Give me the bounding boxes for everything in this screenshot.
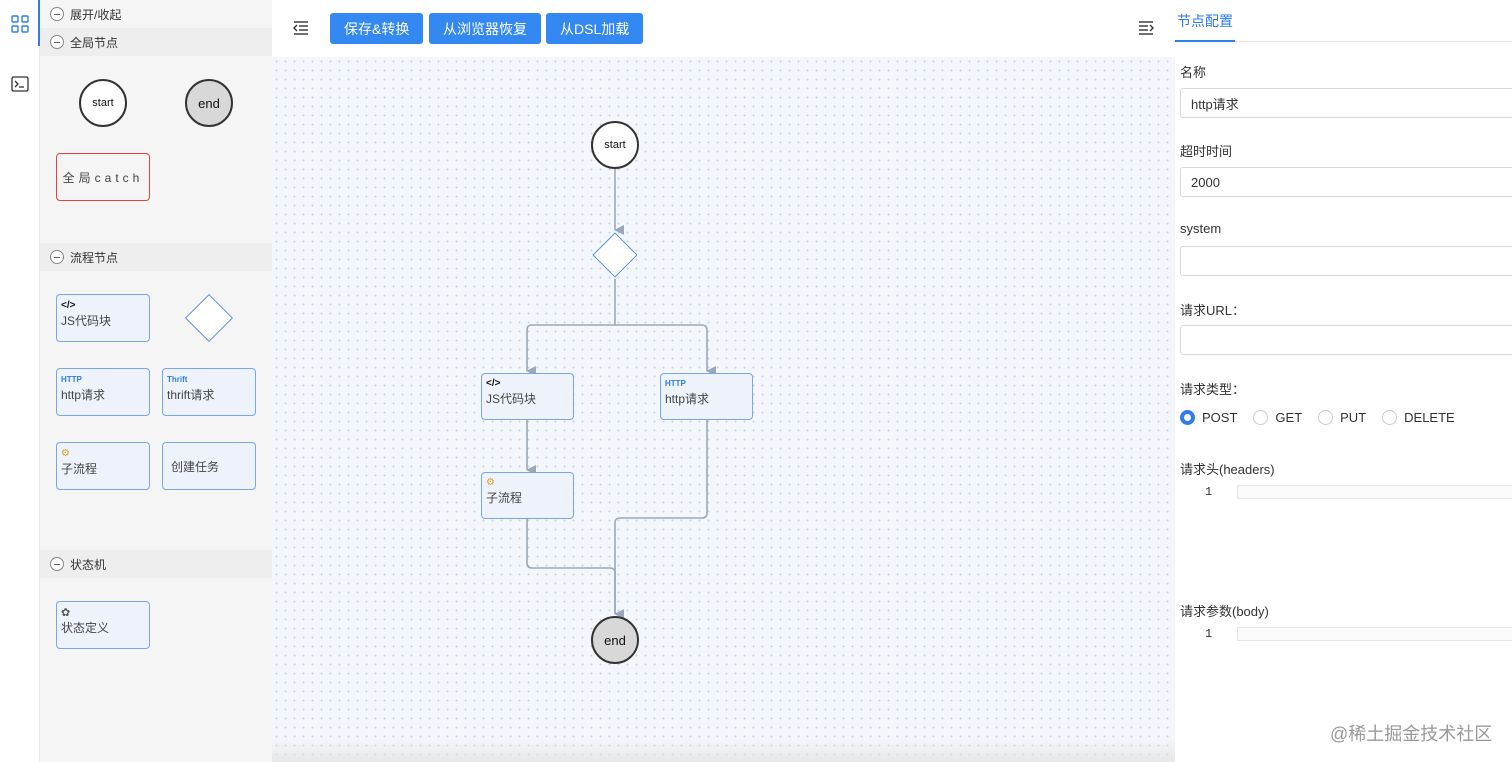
node-label: 子流程 bbox=[486, 491, 523, 505]
toolbar: 保存&转换 从浏览器恢复 从DSL加载 bbox=[272, 0, 1175, 57]
node-palette: 展开/收起 全局节点 start end 全局catch 流程节点 </> JS… bbox=[40, 0, 272, 762]
flow-http-node[interactable]: HTTP http请求 bbox=[660, 373, 753, 420]
section-header-flow[interactable]: 流程节点 bbox=[40, 243, 272, 271]
properties-header: 节点配置 bbox=[1139, 0, 1512, 42]
node-label: 状态定义 bbox=[61, 621, 110, 635]
radio-label: PUT bbox=[1340, 410, 1367, 425]
radio-unchecked-icon bbox=[1253, 410, 1269, 425]
timeout-input[interactable] bbox=[1180, 167, 1512, 197]
palette-thrift-node[interactable]: Thrift thrift请求 bbox=[162, 368, 256, 416]
edge-subflow-end bbox=[526, 518, 624, 619]
radio-label: DELETE bbox=[1404, 410, 1455, 425]
palette-create-task-node[interactable]: 创建任务 bbox=[162, 442, 256, 490]
terminal-icon[interactable] bbox=[10, 74, 30, 94]
node-label: http请求 bbox=[665, 392, 710, 406]
node-label: http请求 bbox=[61, 388, 106, 402]
radio-get[interactable]: GET bbox=[1253, 410, 1302, 425]
load-from-dsl-button[interactable]: 从DSL加载 bbox=[546, 13, 644, 44]
flow-js-node[interactable]: </> JS代码块 bbox=[481, 373, 574, 420]
node-label: 创建任务 bbox=[171, 460, 220, 474]
headers-label: 请求头(headers) bbox=[1180, 462, 1275, 477]
radio-label: GET bbox=[1275, 410, 1303, 425]
system-input[interactable] bbox=[1180, 246, 1512, 276]
palette-start-node[interactable]: start bbox=[79, 79, 127, 127]
collapse-palette-icon[interactable] bbox=[292, 19, 310, 37]
code-icon: </> bbox=[486, 378, 501, 389]
system-label: system bbox=[1180, 221, 1222, 236]
flow-start-node[interactable]: start bbox=[591, 121, 639, 169]
expand-collapse-toggle[interactable]: 展开/收起 bbox=[40, 0, 272, 28]
section-title-global: 全局节点 bbox=[70, 35, 119, 50]
flow-edges bbox=[526, 169, 716, 619]
flow-subflow-node[interactable]: ⚙ 子流程 bbox=[481, 472, 574, 519]
tab-node-config[interactable]: 节点配置 bbox=[1175, 11, 1235, 42]
collapse-icon bbox=[50, 250, 64, 264]
url-label: 请求URL： bbox=[1180, 303, 1246, 318]
node-label: JS代码块 bbox=[61, 314, 112, 328]
section-header-global[interactable]: 全局节点 bbox=[40, 28, 272, 56]
palette-js-node[interactable]: </> JS代码块 bbox=[56, 294, 150, 342]
icon-rail bbox=[0, 0, 40, 762]
restore-from-browser-button[interactable]: 从浏览器恢复 bbox=[429, 13, 541, 44]
edge-condition-js bbox=[526, 279, 616, 376]
url-input[interactable] bbox=[1180, 325, 1512, 355]
canvas-bottom-shade bbox=[272, 738, 1175, 762]
section-header-state[interactable]: 状态机 bbox=[40, 550, 272, 578]
section-title-flow: 流程节点 bbox=[70, 250, 119, 265]
node-label: 子流程 bbox=[61, 462, 98, 476]
collapse-icon bbox=[50, 7, 64, 21]
properties-panel: 节点配置 名称 超时时间 system 请求URL： 请求类型： POST GE… bbox=[1139, 0, 1512, 762]
code-icon: </> bbox=[61, 300, 76, 311]
watermark: @稀土掘金技术社区 bbox=[1330, 724, 1493, 744]
collapse-icon bbox=[50, 557, 64, 571]
edge-condition-http bbox=[615, 324, 716, 376]
subflow-icon: ⚙ bbox=[61, 448, 70, 459]
rail-active-indicator bbox=[38, 0, 40, 46]
timeout-label: 超时时间 bbox=[1180, 144, 1233, 159]
flow-end-node[interactable]: end bbox=[591, 616, 639, 664]
name-label: 名称 bbox=[1180, 65, 1207, 80]
grid-icon[interactable] bbox=[10, 14, 30, 34]
flow-canvas[interactable]: start </> JS代码块 HTTP http请求 ⚙ 子流程 end bbox=[272, 57, 1175, 762]
collapse-panel-icon[interactable] bbox=[1137, 19, 1155, 37]
radio-unchecked-icon bbox=[1318, 410, 1334, 425]
radio-checked-icon bbox=[1180, 410, 1195, 425]
palette-condition-node[interactable] bbox=[184, 293, 234, 343]
radio-label: POST bbox=[1202, 410, 1238, 425]
radio-post[interactable]: POST bbox=[1180, 410, 1237, 425]
state-icon: ✿ bbox=[61, 607, 71, 619]
headers-line-number: 1 bbox=[1205, 485, 1213, 499]
http-icon: HTTP bbox=[61, 375, 82, 384]
edge-http-end bbox=[614, 420, 708, 614]
palette-end-node[interactable]: end bbox=[185, 79, 233, 127]
node-label: thrift请求 bbox=[167, 388, 215, 402]
node-label: JS代码块 bbox=[486, 392, 537, 406]
http-icon: HTTP bbox=[665, 379, 686, 388]
body-line-number: 1 bbox=[1205, 627, 1213, 641]
thrift-icon: Thrift bbox=[167, 375, 188, 384]
palette-global-catch-node[interactable]: 全局catch bbox=[56, 153, 150, 201]
section-title-state: 状态机 bbox=[70, 557, 107, 572]
radio-unchecked-icon bbox=[1382, 410, 1398, 425]
radio-put[interactable]: PUT bbox=[1318, 410, 1366, 425]
subflow-icon: ⚙ bbox=[486, 477, 495, 488]
collapse-icon bbox=[50, 35, 64, 49]
palette-subflow-node[interactable]: ⚙ 子流程 bbox=[56, 442, 150, 490]
headers-editor[interactable] bbox=[1237, 485, 1512, 499]
expand-collapse-label: 展开/收起 bbox=[70, 7, 122, 22]
name-input[interactable] bbox=[1180, 88, 1512, 118]
method-radio-group: POST GET PUT DELETE bbox=[1180, 410, 1471, 425]
method-label: 请求类型： bbox=[1180, 382, 1246, 397]
body-editor[interactable] bbox=[1237, 627, 1512, 641]
save-convert-button[interactable]: 保存&转换 bbox=[330, 13, 424, 44]
body-label: 请求参数(body) bbox=[1180, 604, 1269, 619]
palette-state-node[interactable]: ✿ 状态定义 bbox=[56, 601, 150, 649]
radio-delete[interactable]: DELETE bbox=[1382, 410, 1455, 425]
palette-http-node[interactable]: HTTP http请求 bbox=[56, 368, 150, 416]
